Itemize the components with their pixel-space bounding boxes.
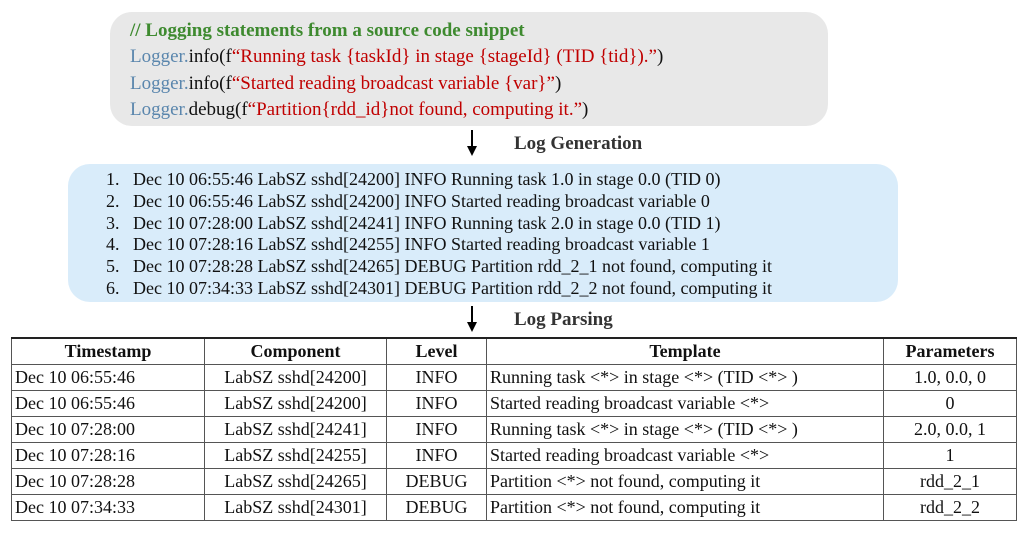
log-line-text: Dec 10 07:34:33 LabSZ sshd[24301] DEBUG … [133,277,772,298]
table-row: Dec 10 06:55:46 LabSZ sshd[24200] INFO S… [11,390,1017,417]
table-header-row: Timestamp Component Level Template Param… [11,337,1017,365]
table-row: Dec 10 07:28:28 LabSZ sshd[24265] DEBUG … [11,468,1017,495]
cell-template: Partition <*> not found, computing it [486,494,884,521]
code-line: Logger.debug(f“Partition{rdd_id}not foun… [130,97,828,124]
string-token: “Running task {taskId} in stage {stageId… [231,46,657,67]
cell-timestamp: Dec 10 07:28:00 [11,416,205,443]
cell-template: Running task <*> in stage <*> (TID <*> ) [486,364,884,391]
log-line-text: Dec 10 06:55:46 LabSZ sshd[24200] INFO R… [133,169,721,189]
cell-timestamp: Dec 10 07:28:16 [11,442,205,469]
method-token: debug(f [188,99,248,120]
cell-component: LabSZ sshd[24301] [204,494,387,521]
string-token: “Partition{rdd_id}not found, computing i… [247,99,583,120]
close-token: ) [554,72,562,94]
column-header-timestamp: Timestamp [11,337,205,365]
raw-logs-panel: 1. Dec 10 06:55:46 LabSZ sshd[24200] INFO… [68,164,898,302]
logger-token: Logger. [130,72,189,94]
cell-level: INFO [386,364,487,391]
cell-parameters: rdd_2_1 [883,468,1017,495]
method-token: info(f [188,72,232,94]
step-label-log-generation: Log Generation [514,133,643,154]
cell-component: LabSZ sshd[24255] [204,442,387,469]
cell-level: DEBUG [386,494,487,521]
cell-component: LabSZ sshd[24200] [204,390,387,417]
logger-token: Logger. [130,99,189,120]
cell-parameters: rdd_2_2 [883,494,1017,521]
cell-component: LabSZ sshd[24241] [204,416,387,443]
cell-template: Started reading broadcast variable <*> [486,390,884,417]
parsed-logs-table: Timestamp Component Level Template Param… [11,337,1017,521]
cell-level: DEBUG [386,468,487,495]
cell-component: LabSZ sshd[24265] [204,468,387,495]
cell-template: Partition <*> not found, computing it [486,468,884,495]
log-line: 2. Dec 10 06:55:46 LabSZ sshd[24200] INFO… [106,191,898,213]
down-arrow-icon [467,306,477,332]
log-line-text: Dec 10 07:28:28 LabSZ sshd[24265] DEBUG … [133,256,772,277]
cell-timestamp: Dec 10 06:55:46 [11,364,205,391]
logger-token: Logger. [130,46,189,67]
table-row: Dec 10 07:28:16 LabSZ sshd[24255] INFO S… [11,442,1017,469]
cell-level: INFO [386,416,487,443]
down-arrow-icon [467,130,477,156]
column-header-component: Component [204,337,387,365]
log-line-number: 4. [106,234,120,255]
cell-timestamp: Dec 10 07:34:33 [11,494,205,521]
cell-component: LabSZ sshd[24200] [204,364,387,391]
cell-parameters: 1 [883,442,1017,469]
log-line-text: Dec 10 07:28:16 LabSZ sshd[24255] INFO S… [133,234,710,255]
string-token: “Started reading broadcast variable {var… [231,72,555,94]
column-header-parameters: Parameters [883,337,1017,365]
log-line: 3. Dec 10 07:28:00 LabSZ sshd[24241] INFO… [106,213,898,235]
cell-level: INFO [386,390,487,417]
cell-parameters: 1.0, 0.0, 0 [883,364,1017,391]
method-token: info(f [188,46,232,67]
cell-parameters: 2.0, 0.0, 1 [883,416,1017,443]
log-line: 5. Dec 10 07:28:28 LabSZ sshd[24265] DEBU… [106,256,898,278]
column-header-level: Level [386,337,487,365]
step-label-log-parsing: Log Parsing [514,309,613,330]
log-line-number: 6. [106,277,120,298]
log-line-text: Dec 10 07:28:00 LabSZ sshd[24241] INFO R… [133,212,721,233]
code-line: Logger.info(f“Started reading broadcast … [130,71,828,98]
log-line-number: 2. [106,190,120,211]
table-row: Dec 10 07:28:00 LabSZ sshd[24241] INFO R… [11,416,1017,443]
close-token: ) [582,99,589,120]
cell-level: INFO [386,442,487,469]
log-line: 6. Dec 10 07:34:33 LabSZ sshd[24301] DEBU… [106,278,898,300]
cell-timestamp: Dec 10 06:55:46 [11,390,205,417]
cell-template: Started reading broadcast variable <*> [486,442,884,469]
log-line-number: 1. [106,169,120,189]
log-line-number: 3. [106,212,120,233]
close-token: ) [656,46,664,67]
log-line-number: 5. [106,256,120,277]
cell-timestamp: Dec 10 07:28:28 [11,468,205,495]
column-header-template: Template [486,337,884,365]
table-row: Dec 10 07:34:33 LabSZ sshd[24301] DEBUG … [11,494,1017,521]
cell-template: Running task <*> in stage <*> (TID <*> ) [486,416,884,443]
log-line: 4. Dec 10 07:28:16 LabSZ sshd[24255] INFO… [106,234,898,256]
table-row: Dec 10 06:55:46 LabSZ sshd[24200] INFO R… [11,364,1017,391]
code-comment: // Logging statements from a source code… [130,20,525,41]
code-snippet-panel: // Logging statements from a source code… [110,12,828,126]
log-line-text: Dec 10 06:55:46 LabSZ sshd[24200] INFO S… [133,190,710,211]
log-line: 1. Dec 10 06:55:46 LabSZ sshd[24200] INFO… [106,169,898,191]
cell-parameters: 0 [883,390,1017,417]
code-line: Logger.info(f“Running task {taskId} in s… [130,44,828,71]
